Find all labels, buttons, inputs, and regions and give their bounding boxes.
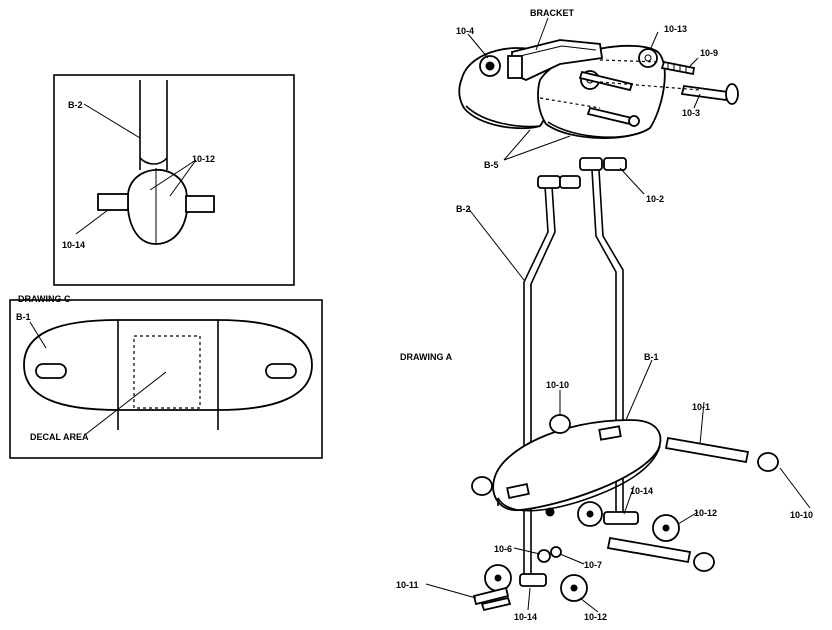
label-10-7: 10-7 (584, 560, 602, 570)
label-10-6: 10-6 (494, 544, 512, 554)
labels: BRACKET 10-4 10-13 10-9 10-3 B-5 10-2 B-… (16, 8, 813, 622)
label-10-11: 10-11 (396, 580, 419, 590)
label-10-10-top: 10-10 (546, 380, 569, 390)
label-detail-10-12: 10-12 (192, 154, 215, 164)
leader-lines (29, 17, 811, 613)
detail-inset (53, 74, 295, 286)
label-drawing-a: DRAWING A (400, 352, 453, 362)
label-10-1: 10-1 (692, 402, 710, 412)
label-10-12-upper: 10-12 (694, 508, 717, 518)
label-10-3: 10-3 (682, 108, 700, 118)
label-10-14-lower: 10-14 (514, 612, 537, 622)
label-10-9: 10-9 (700, 48, 718, 58)
label-10-12-lower: 10-12 (584, 612, 607, 622)
label-10-2: 10-2 (646, 194, 664, 204)
frame-assembly (523, 157, 627, 580)
label-detail-10-14: 10-14 (62, 240, 85, 250)
label-b-1: B-1 (644, 352, 659, 362)
label-10-14-upper: 10-14 (630, 486, 653, 496)
label-bracket: BRACKET (530, 8, 575, 18)
label-10-4: 10-4 (456, 26, 474, 36)
drawing-c (9, 299, 323, 459)
label-drawing-c: DRAWING C (18, 294, 71, 304)
base-assembly (471, 414, 779, 612)
seat-assembly (458, 39, 739, 139)
label-drawing-c-b-1: B-1 (16, 312, 31, 322)
label-10-10-right: 10-10 (790, 510, 813, 520)
label-10-13: 10-13 (664, 24, 687, 34)
label-decal-area: DECAL AREA (30, 432, 89, 442)
label-b-5: B-5 (484, 160, 499, 170)
label-b-2: B-2 (456, 204, 471, 214)
label-detail-b-2: B-2 (68, 100, 83, 110)
